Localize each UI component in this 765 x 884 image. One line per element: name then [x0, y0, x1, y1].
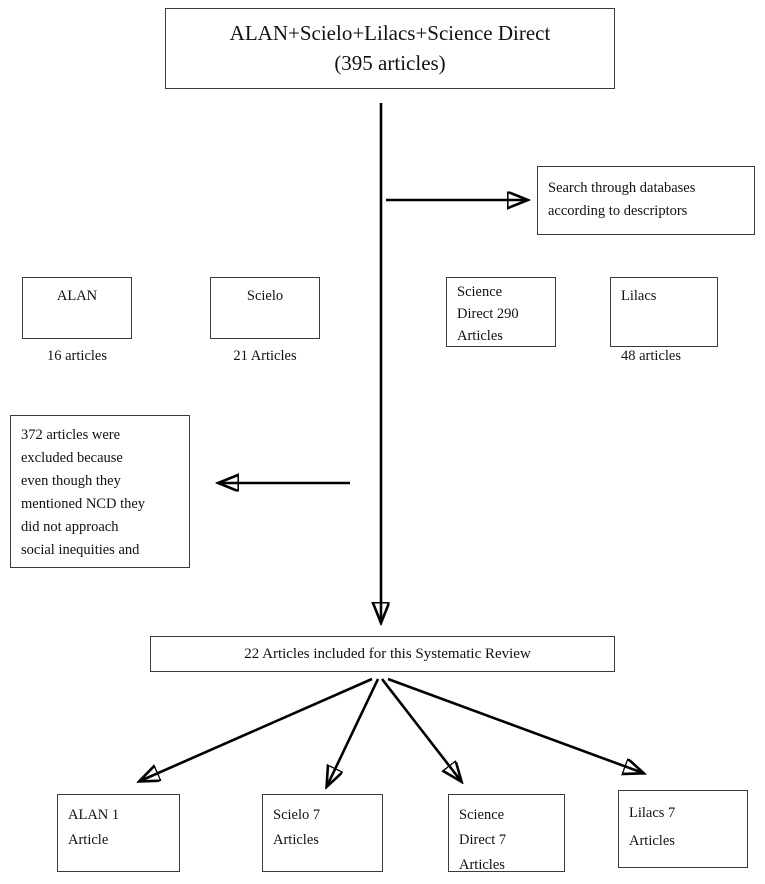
box-science-direct-included-label: Science Direct 7 Articles	[459, 807, 507, 873]
box-science-direct-included: Science Direct 7 Articles	[448, 794, 565, 873]
box-excluded-articles-label: 372 articles were excluded because even …	[21, 427, 146, 558]
box-lilacs-source: Lilacs 48 articles	[610, 277, 718, 364]
box-scielo-source: Scielo 21 Articles	[210, 277, 320, 364]
box-science-direct-source: Science Direct 290 Articles	[446, 277, 556, 347]
box-excluded-articles: 372 articles were excluded because even …	[10, 415, 190, 568]
box-alan-included: ALAN 1 Article	[57, 794, 180, 872]
box-lilacs-included: Lilacs 7 Articles	[618, 790, 748, 868]
box-alan-source-label: ALAN 16 articles	[47, 288, 107, 364]
box-science-direct-source-label: Science Direct 290 Articles	[457, 284, 519, 344]
box-scielo-source-label: Scielo 21 Articles	[233, 288, 297, 364]
box-scielo-included-label: Scielo 7 Articles	[273, 807, 321, 848]
connector-included-to-scielo	[327, 678, 380, 786]
box-sources-total: ALAN+Scielo+Lilacs+Science Direct (395 a…	[165, 8, 615, 89]
box-search-method: Search through databases according to de…	[537, 166, 755, 235]
box-sources-total-label: ALAN+Scielo+Lilacs+Science Direct (395 a…	[229, 21, 551, 75]
box-alan-source: ALAN 16 articles	[22, 277, 132, 364]
box-included-articles-label: 22 Articles included for this Systematic…	[244, 646, 531, 662]
box-included-articles: 22 Articles included for this Systematic…	[150, 636, 615, 672]
box-search-method-label: Search through databases according to de…	[548, 180, 696, 219]
box-lilacs-source-label: Lilacs 48 articles	[621, 288, 681, 364]
connector-included-to-alan	[140, 677, 373, 781]
box-scielo-included: Scielo 7 Articles	[262, 794, 383, 872]
box-lilacs-included-label: Lilacs 7 Articles	[629, 805, 676, 849]
box-alan-included-label: ALAN 1 Article	[68, 807, 120, 848]
connector-included-to-science-direct	[380, 678, 461, 781]
connector-included-to-lilacs	[387, 677, 643, 773]
